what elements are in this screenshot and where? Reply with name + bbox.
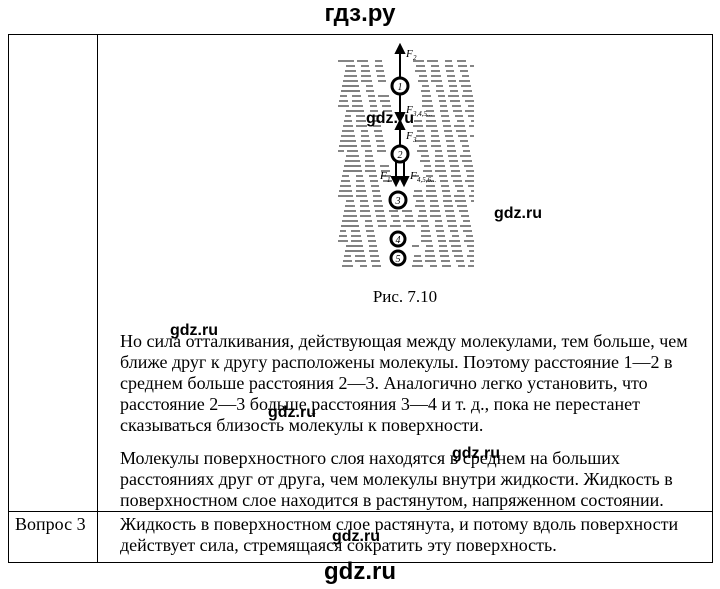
molecule-diagram: 1 2 3 4 5 F 2 F 3,4,5... F 3 F (338, 43, 474, 267)
arrow-f345-head (394, 112, 406, 124)
table-row: 1 2 3 4 5 F 2 F 3,4,5... F 3 F (8, 34, 713, 512)
force-label-f3-sub: 3 (412, 136, 417, 144)
paragraph-surface-layer: Молекулы поверхностного слоя находятся в… (120, 448, 673, 510)
figure-caption: Рис. 7.10 (372, 287, 438, 306)
site-footer: gdz.ru (324, 558, 396, 585)
content-cell: 1 2 3 4 5 F 2 F 3,4,5... F 3 F (97, 34, 713, 512)
table-row: Вопрос 3 Жидкость в поверхностном слое р… (8, 511, 713, 563)
force-label-f456-sub: 4,5,6... (417, 176, 437, 184)
molecule-2 (390, 144, 410, 164)
watermark: gdz.ru (452, 445, 500, 462)
force-label-f1: F (379, 170, 387, 182)
molecule-4 (389, 230, 407, 248)
watermark: gdz.ru (170, 322, 218, 339)
molecule-label-5: 5 (396, 254, 401, 265)
force-label-f345-sub: 3,4,5... (412, 110, 433, 118)
force-label-f2-sub: 2 (413, 54, 417, 62)
watermark: gdz.ru (366, 110, 414, 127)
label-cell-empty (8, 34, 98, 512)
force-label-f345: F (405, 104, 413, 116)
force-label-f3: F (405, 130, 413, 142)
molecule-3 (388, 190, 408, 210)
molecule-label-2: 2 (398, 150, 403, 161)
answer-text: Жидкость в поверхностном слое растянута,… (120, 514, 679, 555)
molecule-1 (390, 76, 410, 96)
question-label: Вопрос 3 (15, 514, 86, 534)
watermark: gdz.ru (332, 528, 380, 545)
arrow-f456-head (398, 176, 410, 188)
force-label-f1-sub: 1 (387, 176, 391, 184)
answer-cell: Жидкость в поверхностном слое растянута,… (97, 511, 713, 563)
arrow-f2-head (394, 43, 406, 54)
figure-7-10: 1 2 3 4 5 F 2 F 3,4,5... F 3 F (98, 35, 712, 269)
answer-table: 1 2 3 4 5 F 2 F 3,4,5... F 3 F (8, 34, 713, 563)
liquid-hatching (338, 60, 474, 267)
molecule-label-3: 3 (395, 196, 401, 207)
arrow-f1-head (390, 176, 402, 188)
molecule-5 (389, 249, 407, 267)
question-label-cell: Вопрос 3 (8, 511, 98, 563)
force-label-f2: F (405, 48, 413, 60)
arrow-f3-head (394, 118, 406, 130)
watermark: gdz.ru (494, 205, 542, 222)
watermark: gdz.ru (268, 404, 316, 421)
molecule-label-4: 4 (396, 235, 401, 246)
site-header: гдз.ру (324, 0, 396, 27)
molecule-label-1: 1 (398, 82, 403, 93)
paragraph-repulsion: Но сила отталкивания, действующая между … (120, 331, 688, 435)
force-label-f456: F (409, 170, 417, 182)
